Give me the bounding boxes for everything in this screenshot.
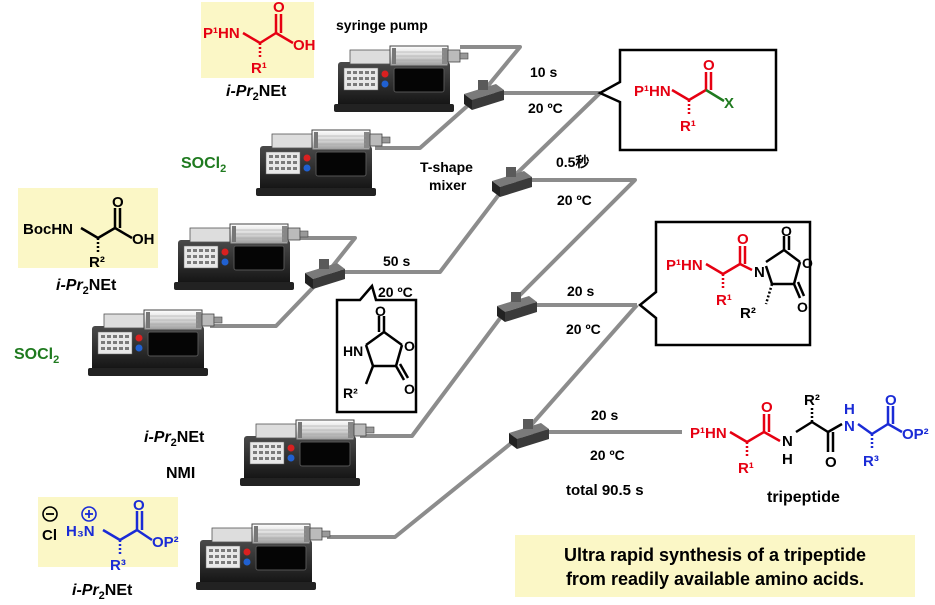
tri-op2: OP² [902,426,929,443]
aa1-oh: OH [293,37,316,54]
caption-line-1: Ultra rapid synthesis of a tripeptide [564,545,866,565]
tri-r2: R² [804,392,820,409]
syringe-pump-4 [87,309,223,377]
acyl-o: O [703,57,715,74]
socl2-top: SOCl2 [181,155,226,175]
tri-o-2: O [825,454,837,471]
aa3-r3: R³ [110,557,126,574]
caption-highlight [515,535,915,597]
step4-temp: 20 ºC [566,321,601,337]
dipep-o2: O [781,223,792,239]
base-label-mid: i-Pr2NEt [56,277,117,297]
acyl-intermediate-structure: P¹HN O X R¹ [634,57,734,135]
amino-acid-3-structure: Cl H₃N O OP² R³ [42,497,179,574]
t-shape-mixer-1 [464,80,504,110]
aa2-oh: OH [132,231,155,248]
base-label-lower: i-Pr2NEt [144,429,205,449]
t-shape-mixer-3 [305,259,345,289]
step5-time: 20 s [591,407,618,423]
base-label-top: i-Pr2NEt [226,83,287,103]
aa3-o: O [133,497,145,514]
dipeptide-nca-structure: P¹HN O N O O O R¹ R² [666,223,813,322]
aa1-o: O [273,0,285,16]
nca-o3: O [404,381,415,397]
dipep-o: O [737,231,749,248]
tri-o-3: O [885,392,897,409]
tripeptide-structure: P¹HN O N H R² O H N O OP² R¹ R³ [690,392,929,477]
nca-hn: HN [343,343,363,359]
dipep-o4: O [797,299,808,315]
nca-structure: O HN O O R² [343,303,415,401]
flow-tubing [210,45,682,539]
total-time: total 90.5 s [566,482,644,499]
amino-acid-2-structure: BocHN O OH R² [23,194,155,271]
step3-temp: 20 ºC [378,284,413,300]
syringe-pump-3 [173,223,309,291]
tri-h1: H [782,451,793,468]
step4-time: 20 s [567,283,594,299]
tri-p1hn: P¹HN [690,425,727,442]
tri-r3: R³ [863,453,879,470]
syringe-pump-1 [333,45,469,113]
step2-time: 0.5秒 [556,154,589,170]
aa3-cl: Cl [42,527,57,544]
dipep-r1: R¹ [716,292,732,309]
acyl-r1: R¹ [680,118,696,135]
nmi-label: NMI [166,465,195,482]
syringe-pump-2 [255,129,391,197]
dipep-r2: R² [740,305,756,322]
nca-r2: R² [343,385,358,401]
aa2-o: O [112,194,124,211]
socl2-mid: SOCl2 [14,346,59,366]
aa2-highlight [18,188,158,268]
tri-h2: H [844,401,855,418]
syringe-pump-5 [239,419,375,487]
aa1-highlight [201,2,314,78]
caption-line-2: from readily available amino acids. [566,569,864,589]
dipep-o3: O [802,255,813,271]
t-shape-label-1: T-shape [420,159,473,175]
aa3-h3n: H₃N [66,523,95,540]
nca-callout [335,283,418,414]
tri-o-1: O [761,399,773,416]
dipep-n: N [754,264,765,281]
acyl-p1hn: P¹HN [634,83,671,100]
base-label-bottom: i-Pr2NEt [72,582,133,602]
nca-o1: O [375,303,386,319]
step2-temp: 20 ºC [557,192,592,208]
amino-acid-1-structure: P¹HN O OH R¹ [203,0,316,77]
tri-n1: N [782,433,793,450]
aa3-op2: OP² [152,534,179,551]
aa1-r1: R¹ [251,60,267,77]
t-shape-mixer-5 [509,419,549,449]
step1-temp: 20 ºC [528,100,563,116]
tri-n2: N [844,418,855,435]
aa2-bochn: BocHN [23,221,73,238]
dipeptide-nca-callout [638,220,812,347]
dipep-p1hn: P¹HN [666,257,703,274]
aa1-p1hn: P¹HN [203,25,240,42]
nca-o2: O [404,338,415,354]
t-shape-mixer-2 [492,167,532,197]
syringe-pump-6 [195,523,331,591]
tripeptide-label: tripeptide [767,489,840,506]
t-shape-mixer-4 [497,292,537,322]
syringe-pump-label: syringe pump [336,17,428,33]
step5-temp: 20 ºC [590,447,625,463]
t-shape-label-2: mixer [429,177,467,193]
step3-time: 50 s [383,253,410,269]
aa2-r2: R² [89,254,105,271]
step1-time: 10 s [530,64,557,80]
acyl-x: X [724,95,734,112]
tri-r1: R¹ [738,460,754,477]
